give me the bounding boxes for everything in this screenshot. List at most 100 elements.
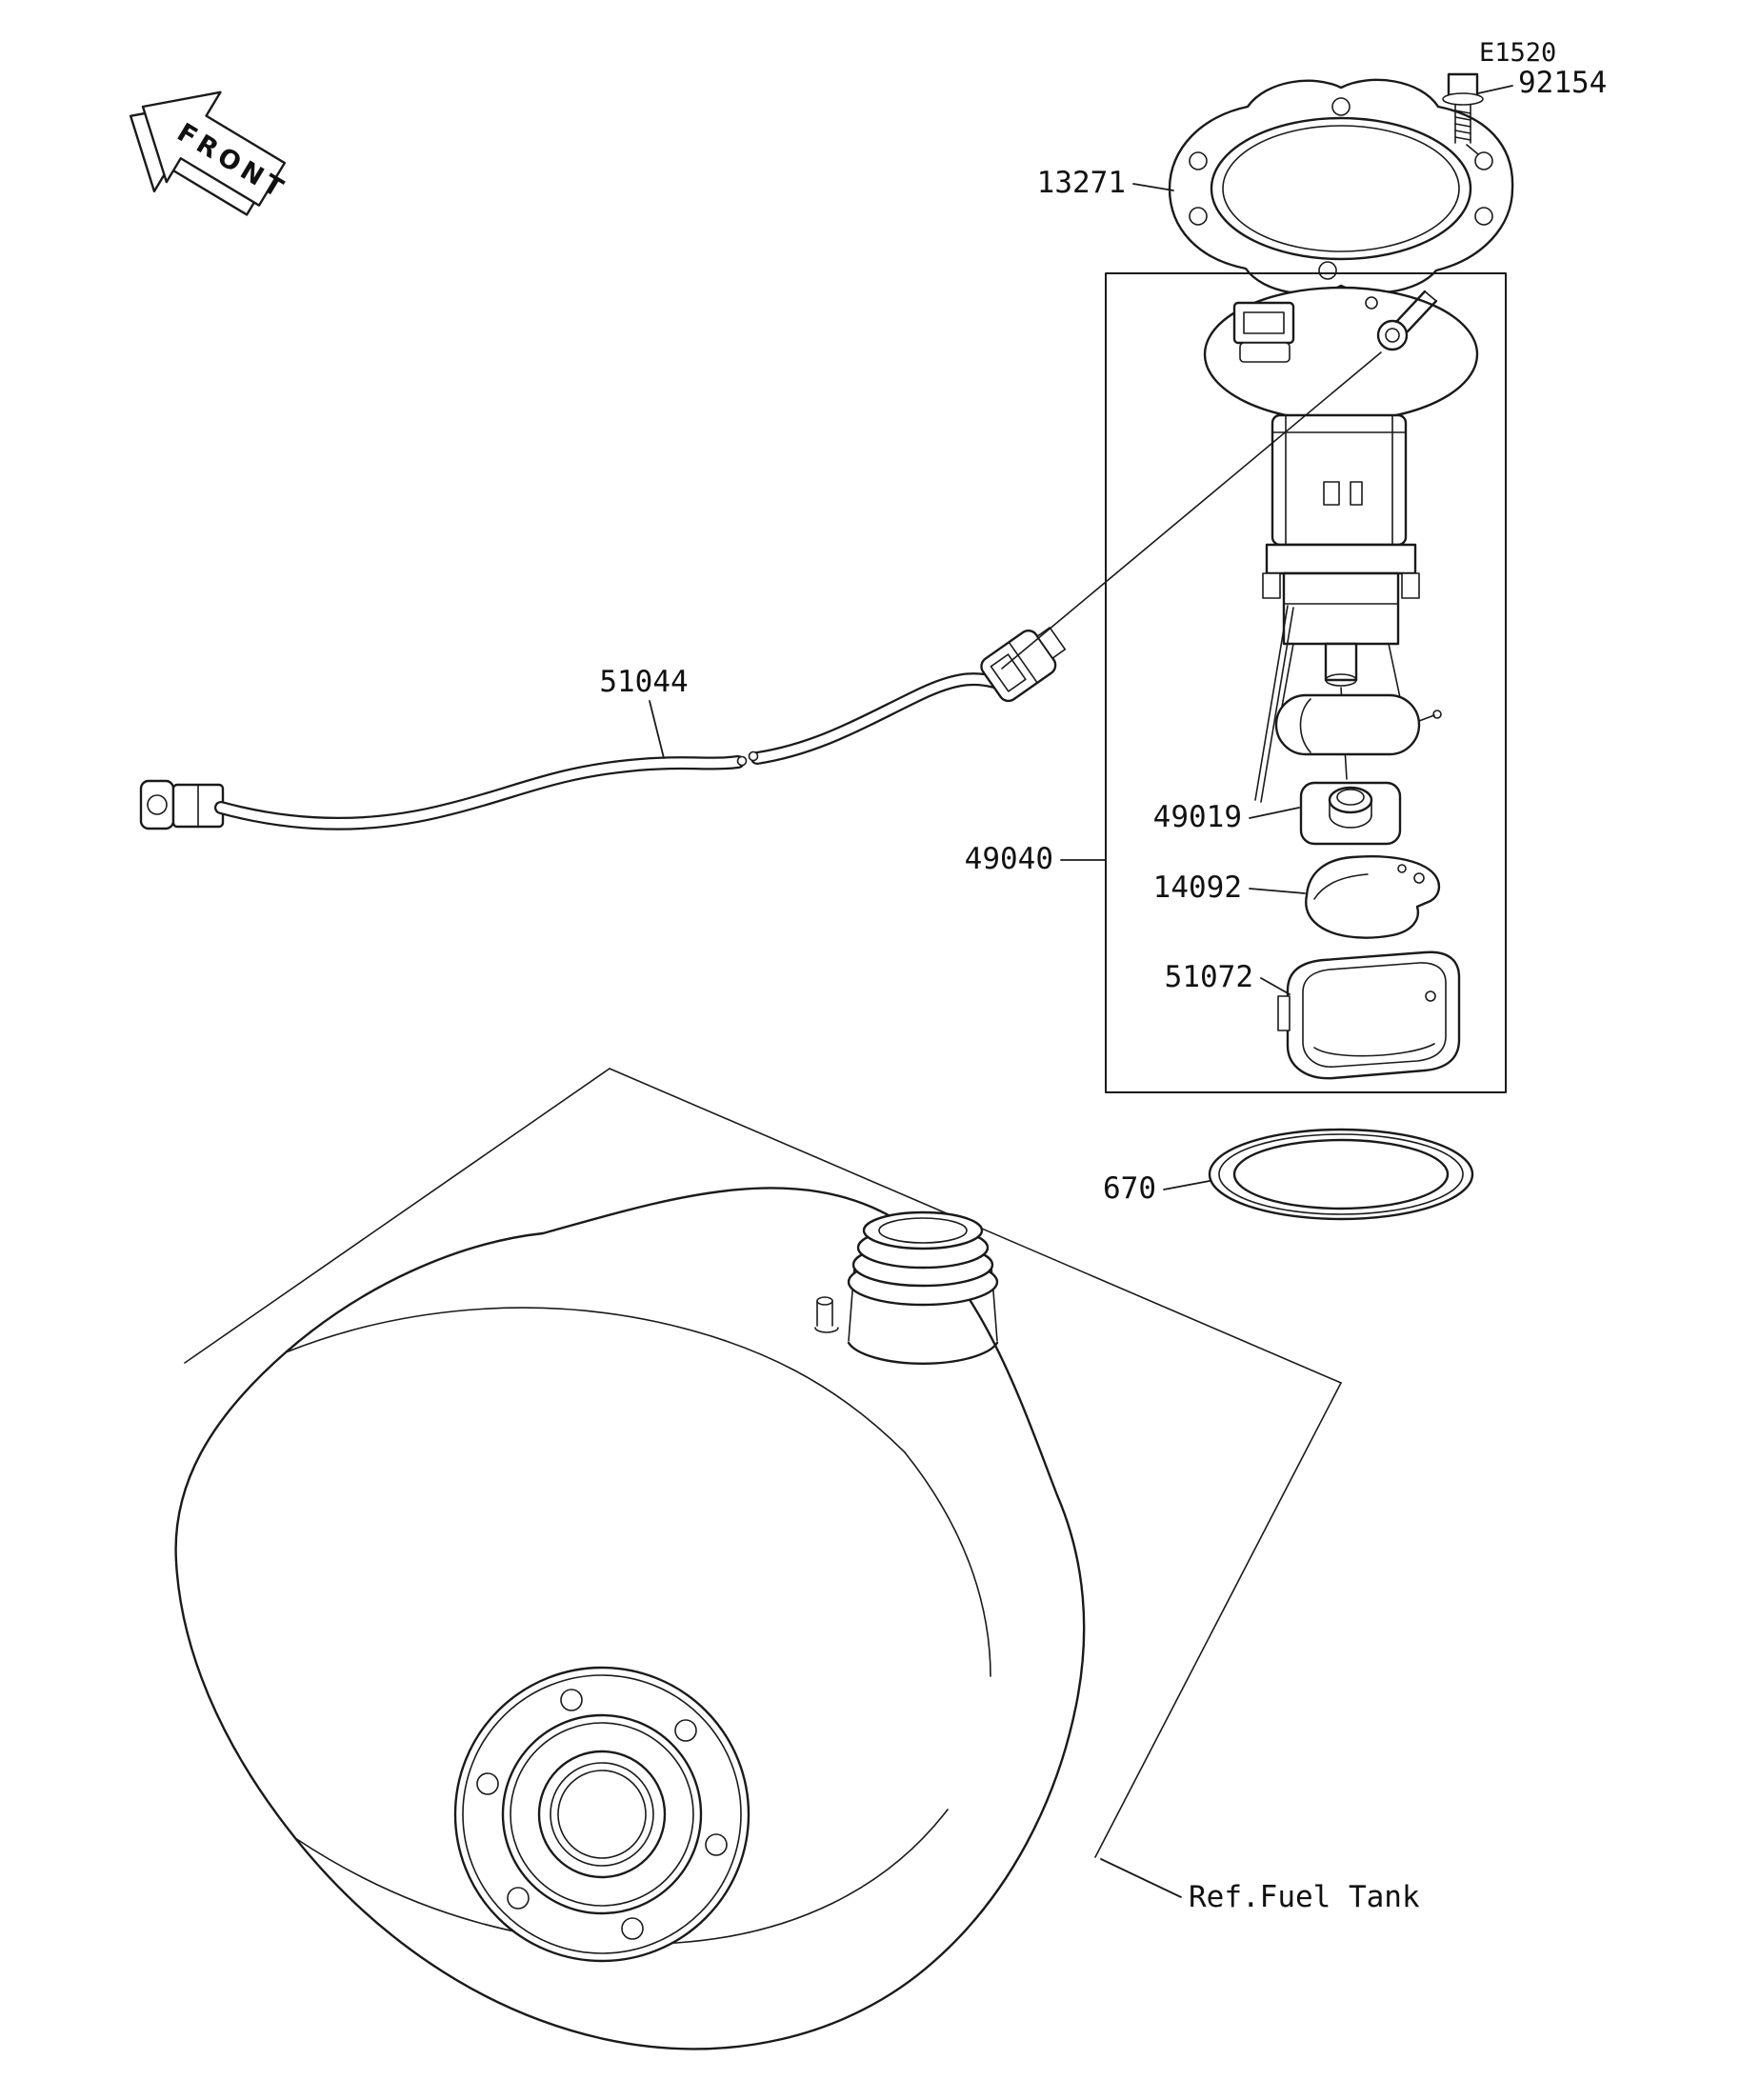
- pump-lower-holder: [1282, 571, 1400, 646]
- outlet-pipe: [1406, 299, 1438, 333]
- pump-lead-line: [1001, 351, 1382, 670]
- hose-connector-right-latch: [990, 653, 1027, 692]
- fuel-filter-canister: [1271, 413, 1408, 547]
- float-pin-end: [1432, 710, 1442, 719]
- gasket-hole: [1474, 151, 1493, 170]
- flange-raised-ring-inner: [510, 1722, 694, 1907]
- outlet-elbow-base: [1376, 319, 1409, 351]
- pump-outlet-boss-end: [1325, 673, 1357, 687]
- part-label-gasket: 13271: [1037, 166, 1126, 200]
- flange-bolt: [1442, 72, 1484, 155]
- part-label-o-ring: 670: [1103, 1171, 1156, 1206]
- fuel-pump-module: [1203, 286, 1479, 803]
- fuel-tank: [174, 1187, 1086, 2050]
- flange-bolt-hole: [705, 1833, 728, 1856]
- hose-connector-right: [980, 627, 1067, 703]
- hose-tube-inner: [752, 674, 999, 763]
- case-tab: [1277, 995, 1291, 1031]
- gasket-hole: [1189, 151, 1208, 170]
- pump-case: [1277, 950, 1461, 1080]
- case-hole: [1425, 990, 1436, 1002]
- case-outer: [1286, 950, 1461, 1080]
- bracket-hole: [1413, 872, 1425, 884]
- outlet-elbow-bore: [1385, 328, 1400, 343]
- leader-regulator: [1249, 807, 1300, 819]
- leader-fuel-tank: [1100, 1858, 1182, 1898]
- canister-window: [1323, 481, 1340, 506]
- tank-bottom-seam: [294, 1809, 949, 1946]
- gasket-plate: [1168, 78, 1514, 295]
- flange-outer-ring-inner-edge: [462, 1674, 742, 1954]
- leader-o-ring: [1163, 1180, 1211, 1190]
- bracket-inner-line: [1313, 873, 1369, 900]
- leader-gasket: [1132, 183, 1174, 191]
- gasket-hole: [1189, 207, 1208, 226]
- holder-leg: [1281, 643, 1294, 708]
- leader-fuel-hose: [649, 700, 665, 759]
- o-ring-mid: [1218, 1133, 1464, 1215]
- labels: E1520 92154 13271 51044 49040 49019 1409…: [599, 38, 1607, 1914]
- flange-opening-outer: [537, 1750, 667, 1879]
- hose-connector-right-nub: [1036, 627, 1067, 659]
- part-label-bracket: 14092: [1153, 870, 1242, 905]
- part-label-case: 51072: [1165, 960, 1253, 994]
- regulator-boss-base: [1329, 814, 1372, 829]
- bracket-body: [1305, 854, 1441, 939]
- tank-top-seam: [285, 1307, 906, 1453]
- front-arrow: FRONT: [129, 90, 291, 216]
- leader-bolt: [1477, 85, 1513, 94]
- plane-edge-left: [184, 1068, 610, 1364]
- hose-connector-left-hole: [147, 794, 168, 815]
- bolt-thread: [1454, 110, 1471, 114]
- bolt-thread: [1454, 123, 1471, 128]
- electrical-connector-latch: [1239, 342, 1291, 363]
- case-bottom-line: [1313, 1043, 1435, 1057]
- flange-opening-edge: [557, 1770, 647, 1859]
- part-label-bolt: 92154: [1518, 66, 1607, 100]
- fuel-hose: [139, 627, 1067, 830]
- gasket-hole: [1474, 207, 1493, 226]
- bolt-flange: [1442, 92, 1484, 106]
- pump-clamp-band: [1265, 543, 1417, 575]
- bolt-thread: [1454, 130, 1471, 134]
- flange-bolt-hole: [674, 1719, 697, 1742]
- gasket-outer-flange: [1168, 78, 1514, 295]
- hose-connector-right-seam: [1008, 641, 1038, 684]
- disc-screw: [1365, 296, 1378, 310]
- flange-bolt-hole: [560, 1689, 583, 1711]
- flange-bolt-hole: [507, 1887, 530, 1910]
- nipple-base: [814, 1327, 839, 1333]
- part-label-pump-assembly: 49040: [965, 842, 1053, 876]
- vent-nipple: [814, 1296, 839, 1333]
- section-plane-lines: [184, 1068, 1342, 1858]
- flange-bolt-hole: [476, 1772, 499, 1795]
- gasket-hole: [1331, 97, 1351, 116]
- part-label-fuel-hose: 51044: [599, 665, 688, 699]
- outlet-pipe-end: [1424, 290, 1437, 302]
- outlet-pipe: [1394, 290, 1427, 324]
- electrical-connector-slot: [1243, 311, 1285, 334]
- hose-break-mark: [736, 755, 748, 767]
- bolt-to-gasket-line: [1466, 144, 1479, 155]
- ref-fuel-tank-label: Ref.Fuel Tank: [1189, 1880, 1420, 1914]
- hose-break-mark: [748, 750, 759, 762]
- filler-neck: [847, 1210, 999, 1365]
- tank-flange: [453, 1666, 750, 1963]
- flange-raised-ring: [501, 1713, 703, 1915]
- nipple-top: [816, 1296, 833, 1306]
- filler-base-arc: [847, 1341, 999, 1365]
- gasket-ring-inner: [1222, 125, 1460, 252]
- hose-tube-inner: [216, 757, 743, 829]
- page-code-label: E1520: [1479, 38, 1556, 68]
- gasket-ring-outer: [1210, 116, 1472, 261]
- pump-assembly-box: [1105, 272, 1507, 1093]
- float-arm: [1254, 605, 1289, 801]
- canister-window: [1350, 481, 1363, 506]
- bolt-thread: [1454, 116, 1471, 121]
- clamp-tab: [1262, 572, 1281, 599]
- hose-connector-left: [139, 779, 175, 830]
- regulator-boss-top: [1336, 789, 1365, 806]
- tank-outline: [174, 1187, 1086, 2050]
